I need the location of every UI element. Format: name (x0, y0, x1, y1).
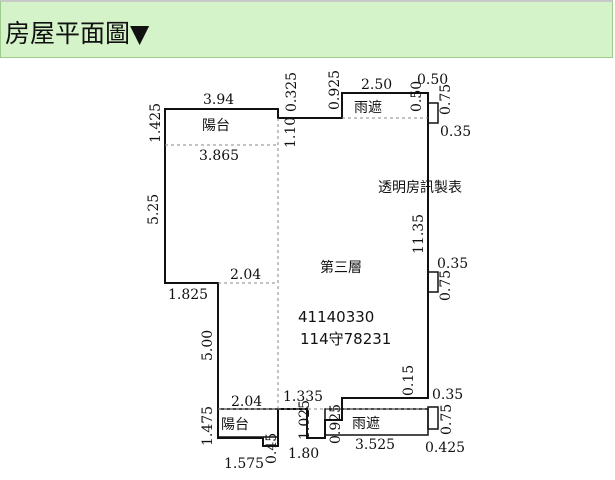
plan-code: 41140330 (298, 308, 374, 326)
watermark-text: 透明房訊製表 (378, 180, 462, 196)
dim-label: 0.75 (438, 270, 454, 301)
floor-label: 第三層 (320, 259, 362, 276)
section-header[interactable]: 房屋平面圖▼ (0, 0, 613, 58)
dim-label: 0.425 (425, 440, 465, 456)
room-canopy-top: 雨遮 (354, 100, 382, 116)
dim-label: 2.04 (231, 394, 262, 410)
dim-label: 2.04 (230, 267, 261, 283)
dim-label: 1.10 (283, 117, 299, 148)
dim-label: 5.00 (200, 330, 216, 361)
dim-label: 0.925 (327, 70, 343, 110)
room-balcony-bottom: 陽台 (221, 417, 249, 433)
dim-label: 0.15 (401, 365, 417, 396)
dim-label: 0.325 (284, 72, 300, 112)
bay-mid (427, 271, 439, 293)
bay-bottom (427, 406, 439, 430)
dim-label: 3.865 (199, 148, 239, 164)
dim-label: 0.35 (437, 256, 468, 272)
dim-label: 1.475 (200, 406, 216, 446)
dim-label: 2.50 (361, 77, 392, 93)
exterior-wall (164, 92, 429, 447)
dim-label: 1.825 (168, 287, 208, 303)
dim-label: 0.35 (440, 124, 471, 140)
dim-label: 0.75 (439, 404, 455, 435)
room-balcony-top: 陽台 (202, 118, 230, 134)
plan-id: 114守78231 (300, 330, 391, 348)
bay-top (427, 102, 439, 124)
dim-label: 1.335 (283, 389, 323, 405)
dim-label: 5.25 (146, 194, 162, 225)
dim-label: 11.35 (411, 214, 427, 254)
dim-label: 0.35 (432, 387, 463, 403)
dim-label: 1.80 (288, 446, 319, 462)
room-canopy-bottom: 雨遮 (352, 416, 380, 432)
dim-label: 0.50 (417, 72, 448, 88)
dim-label: 0.50 (409, 81, 425, 112)
section-title[interactable]: 房屋平面圖▼ (5, 19, 150, 48)
dim-label: 0.925 (328, 404, 344, 444)
dim-label: 0.45 (264, 433, 280, 464)
dim-label: 3.525 (355, 437, 395, 453)
dim-label: 1.425 (148, 103, 164, 143)
dim-label: 3.94 (203, 92, 234, 108)
dim-label: 0.75 (438, 84, 454, 115)
dim-label: 1.025 (297, 400, 313, 440)
dim-label: 1.575 (224, 456, 264, 472)
